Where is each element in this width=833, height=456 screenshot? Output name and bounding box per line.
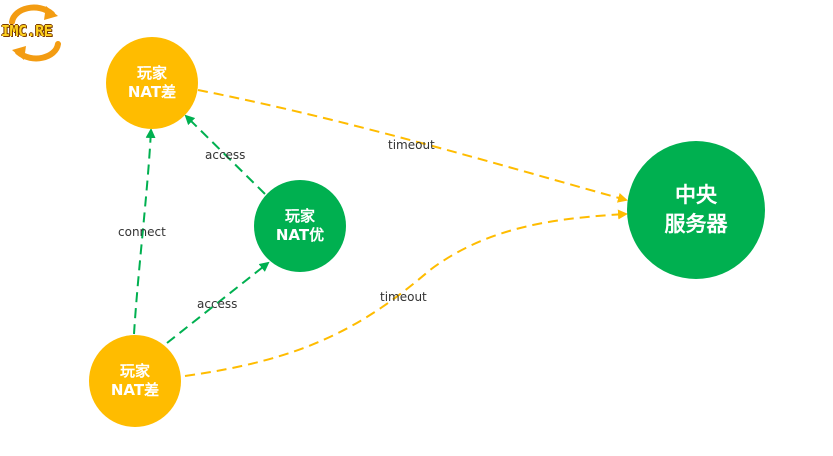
logo: IMC.RE [0,0,70,66]
node-bottom-player-line1: 玩家 [119,362,150,381]
node-middle-player-line2: NAT优 [275,226,325,244]
logo-text: IMC.RE [1,22,53,40]
edge-bottom-to-middle [166,261,270,344]
edge-label-top-timeout: timeout [388,138,435,152]
edge-top-to-server [197,89,628,203]
refresh-arrows-icon [9,4,61,62]
node-middle-player: 玩家 NAT优 [254,180,346,272]
node-top-player: 玩家 NAT差 [106,37,198,129]
node-server: 中央 服务器 [627,141,765,279]
node-server-line1: 中央 [675,182,717,207]
node-top-player-line2: NAT差 [127,83,177,101]
node-server-line2: 服务器 [664,212,728,236]
edge-label-bottom-access: access [197,297,238,311]
node-bottom-player: 玩家 NAT差 [89,335,181,427]
node-top-player-line1: 玩家 [136,64,167,83]
node-middle-player-line1: 玩家 [284,207,315,226]
edge-label-connect: connect [118,225,166,239]
edge-label-bottom-timeout: timeout [380,290,427,304]
edge-middle-to-top [184,114,266,195]
node-bottom-player-line2: NAT差 [110,381,160,399]
edge-bottom-to-top [133,128,156,335]
edge-label-middle-access: access [205,148,246,162]
